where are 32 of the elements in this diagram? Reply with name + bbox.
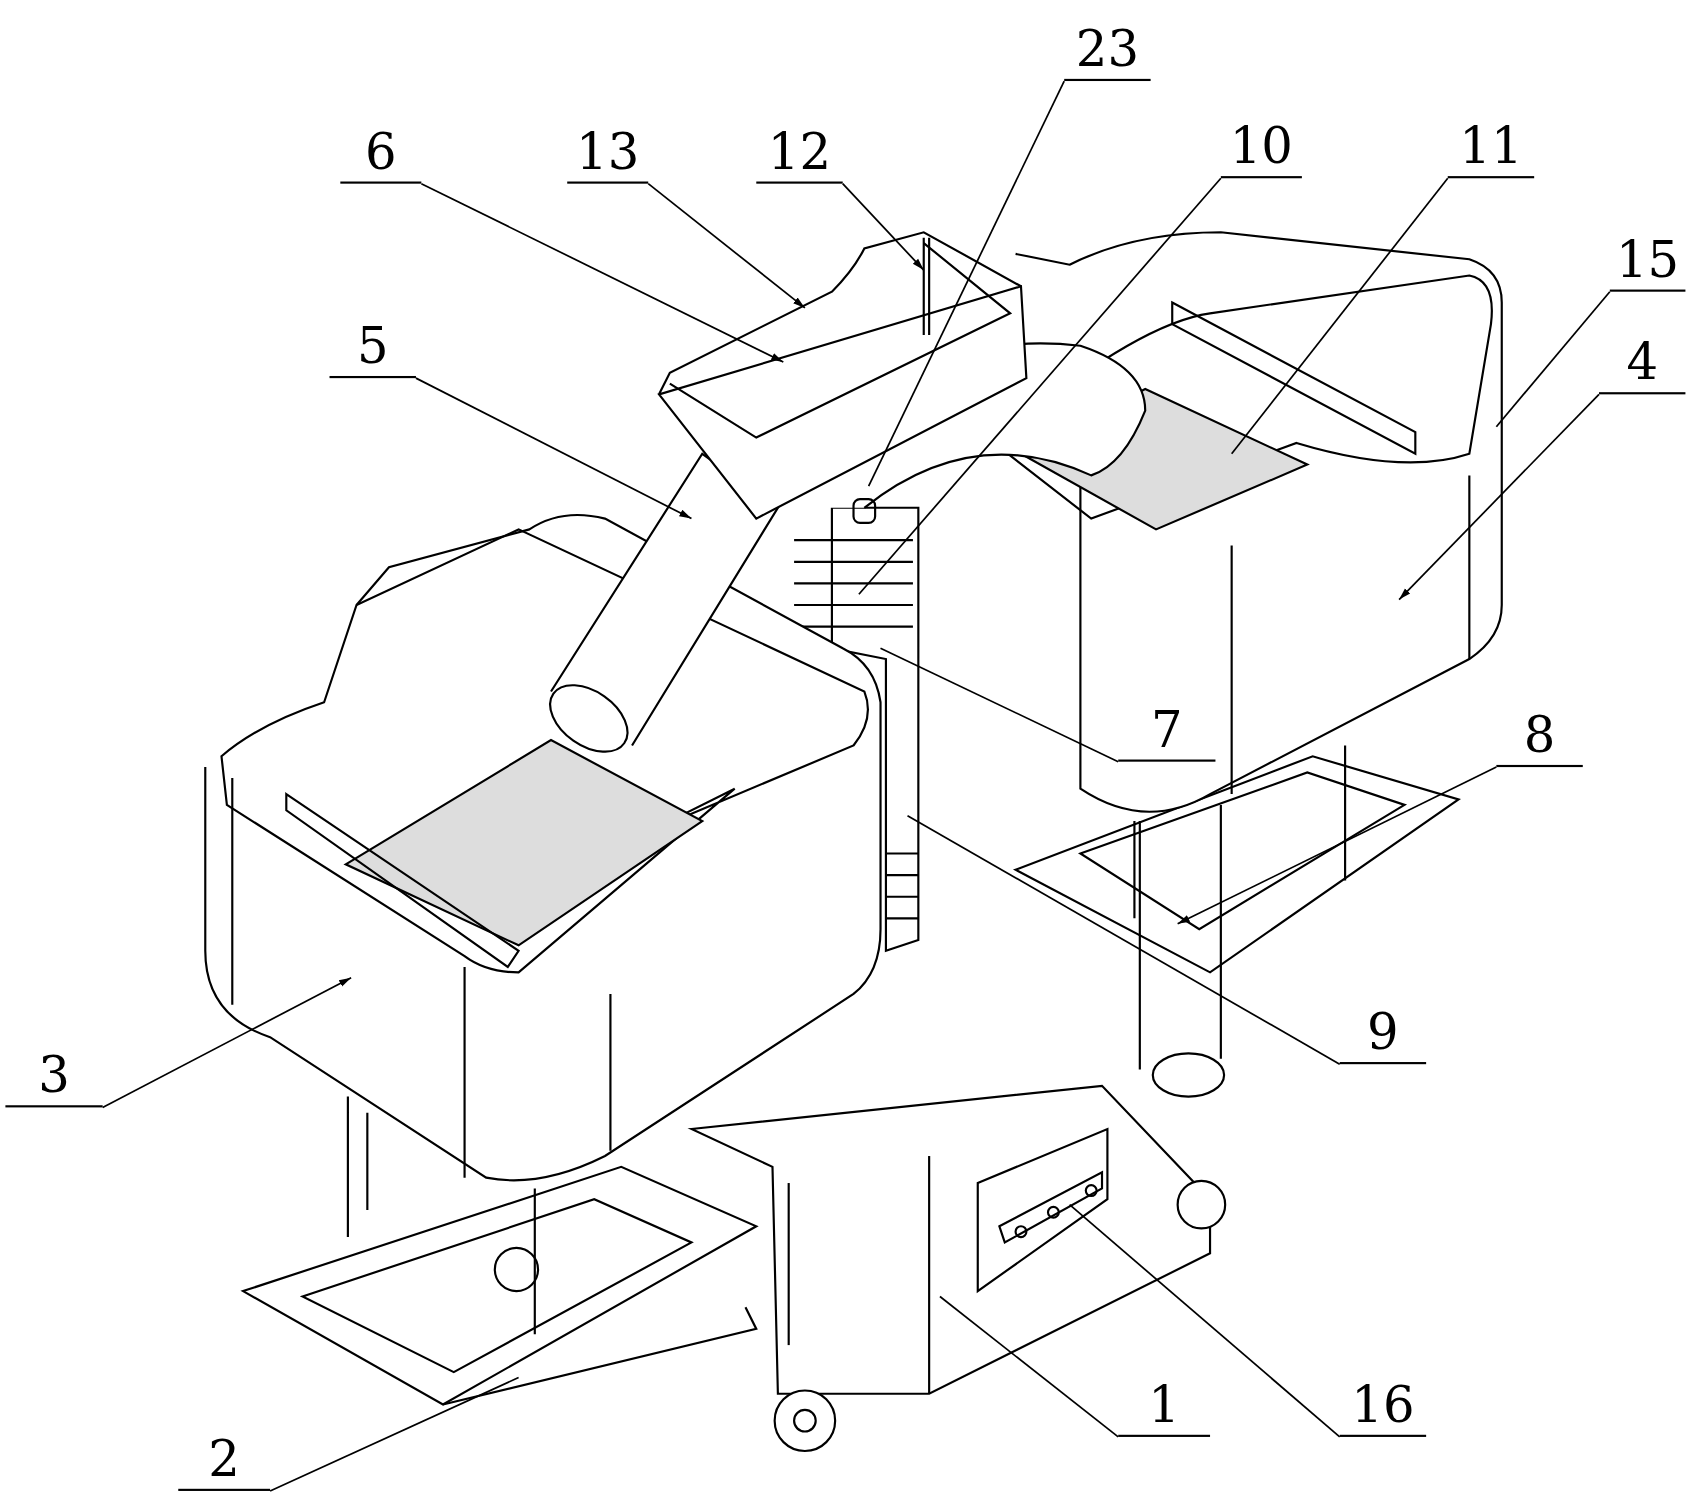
leader-line [101, 976, 352, 1109]
leader-line [1068, 1203, 1341, 1438]
leader-line [1398, 393, 1600, 601]
callout-number: 23 [1064, 20, 1151, 82]
callout-number: 4 [1599, 333, 1686, 395]
callout-number: 10 [1220, 117, 1302, 179]
callout-number: 5 [329, 317, 416, 379]
callout-number: 2 [178, 1430, 271, 1491]
callout-number: 3 [5, 1046, 103, 1108]
leader-line [879, 647, 1120, 763]
callout-number: 16 [1339, 1376, 1427, 1437]
leader-line [415, 377, 693, 520]
callout-number: 12 [756, 123, 843, 184]
callout-number: 9 [1339, 1003, 1427, 1065]
leader-line [269, 1376, 520, 1492]
callout-number: 15 [1609, 231, 1686, 292]
leader-line [841, 182, 925, 271]
leader-line [420, 182, 785, 363]
leader-line [647, 182, 806, 309]
callout-number: 13 [567, 123, 649, 184]
leader-line [906, 814, 1341, 1066]
callout-number: 7 [1118, 701, 1216, 762]
callout-number: 11 [1447, 117, 1535, 179]
callout-number: 1 [1118, 1376, 1211, 1437]
leader-line [858, 177, 1222, 596]
callout-number: 8 [1496, 706, 1583, 768]
leader-line [867, 80, 1066, 488]
callout-number: 6 [340, 123, 422, 184]
leader-line [939, 1295, 1120, 1438]
leader-line [1230, 177, 1449, 455]
leader-line [1495, 290, 1611, 428]
leader-line [1176, 766, 1498, 925]
